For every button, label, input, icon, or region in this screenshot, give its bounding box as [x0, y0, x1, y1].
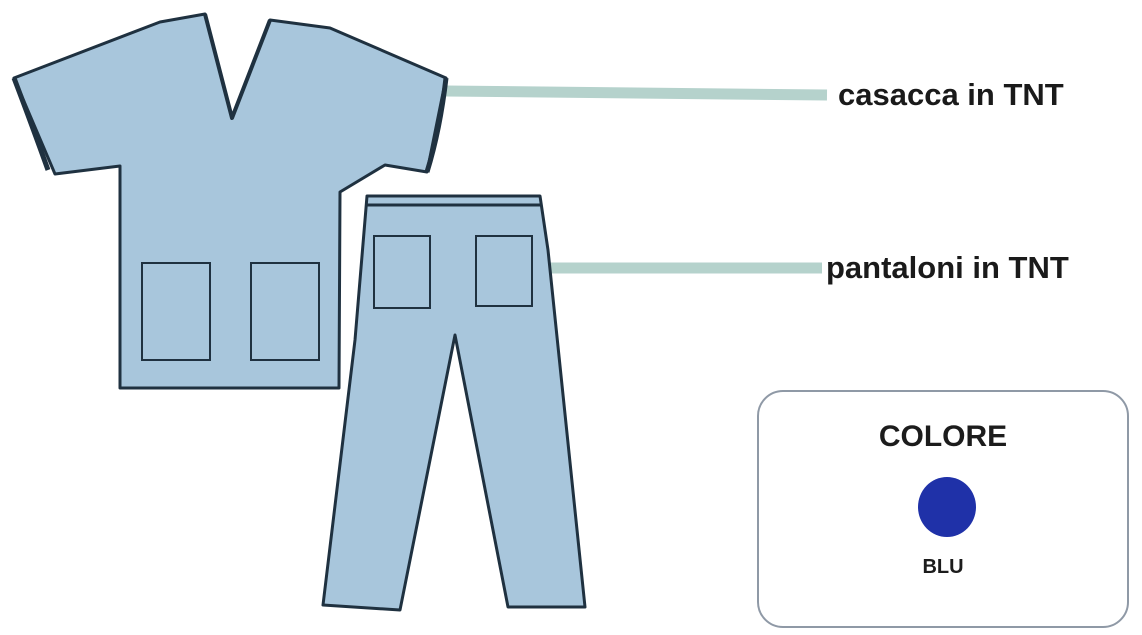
color-title: COLORE	[759, 422, 1127, 452]
color-swatch	[918, 477, 976, 537]
trousers-shape	[323, 196, 585, 610]
tunic-label: casacca in TNT	[838, 79, 1064, 110]
color-name: BLU	[759, 557, 1127, 577]
color-panel: COLORE BLU	[757, 390, 1129, 628]
top-leader-line	[446, 91, 827, 95]
trousers-label: pantaloni in TNT	[826, 252, 1069, 283]
